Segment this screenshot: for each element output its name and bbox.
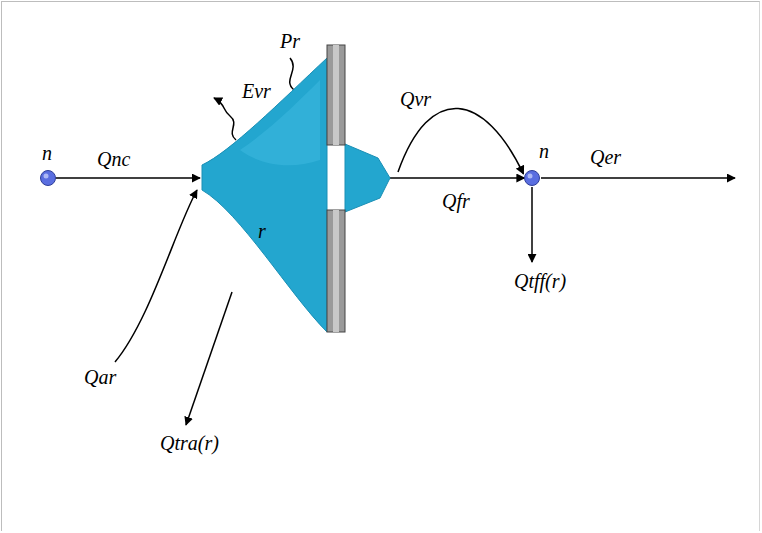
outflow-arrow [541, 177, 735, 179]
flow-label: Qfr [440, 190, 472, 212]
evaporation-arrow [214, 98, 236, 140]
flow-label: Qnc [95, 148, 132, 170]
flow-label: Qvr [398, 88, 433, 110]
dam-gate-shine [333, 45, 339, 145]
flow-connector [56, 177, 201, 179]
water-shading [240, 80, 320, 165]
junction-node: n [517, 138, 561, 186]
flow-label: Qtff(r) [512, 270, 568, 292]
spillway-water [345, 144, 390, 212]
flow-label: Qtra(r) [158, 432, 221, 454]
junction-circle [525, 171, 540, 186]
reservoir-water [202, 58, 327, 332]
flow-label: Qar [82, 366, 118, 388]
inflow-arrow [115, 190, 197, 362]
node-label: n [42, 142, 52, 164]
node-label: n [539, 140, 549, 162]
flow-label: Evr [240, 80, 273, 102]
reservoir-illustration [200, 40, 390, 350]
junction-highlight [44, 174, 49, 179]
dam-gate-shine [333, 210, 339, 332]
dam-gate-lower [327, 210, 345, 332]
junction-node: n [33, 140, 63, 188]
flow-label: Qer [588, 146, 623, 168]
reservoir-label: r [258, 220, 266, 242]
flow-label: Pr [278, 30, 302, 52]
flow-connector [398, 108, 524, 174]
dam-gate-upper [327, 45, 345, 145]
loss-arrow [531, 187, 533, 262]
junction-highlight [528, 174, 533, 179]
flow-connector [390, 177, 525, 179]
infiltration-arrow [186, 292, 232, 425]
reservoir-node: r [200, 40, 390, 350]
junction-circle [41, 171, 56, 186]
